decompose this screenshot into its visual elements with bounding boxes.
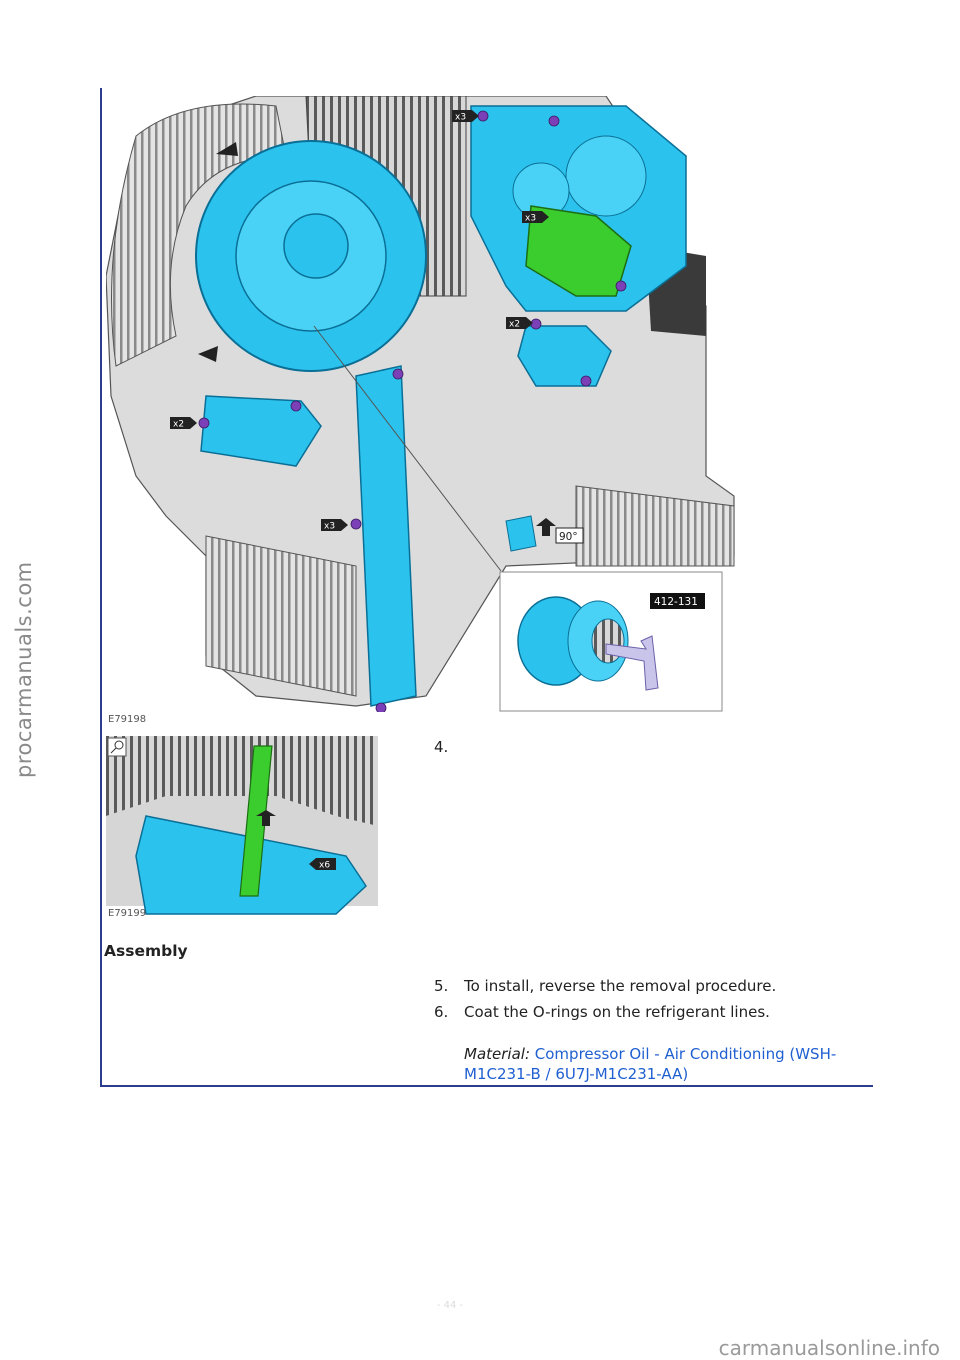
material-note: Material: Compressor Oil - Air Condition…	[464, 1044, 864, 1084]
step-6-text: Coat the O-rings on the refrigerant line…	[464, 1003, 770, 1021]
section-heading-assembly: Assembly	[104, 942, 188, 960]
svg-text:90°: 90°	[559, 531, 578, 543]
label-x2-left: x2	[170, 417, 197, 430]
svg-text:x3: x3	[455, 113, 466, 123]
material-link[interactable]: Compressor Oil - Air Conditioning (WSH-M…	[464, 1045, 837, 1083]
svg-text:x2: x2	[173, 420, 184, 430]
svg-text:x3: x3	[324, 522, 335, 532]
figure-blower-motor: x3 x3 x2 x2 x3 90° 412-131	[106, 96, 735, 712]
svg-text:x2: x2	[509, 320, 520, 330]
bottom-watermark: carmanualsonline.info	[718, 1336, 940, 1360]
step-5-number: 5.	[434, 977, 449, 995]
label-tool-number: 412-131	[650, 593, 705, 609]
material-label: Material:	[464, 1045, 530, 1063]
svg-text:412-131: 412-131	[654, 596, 698, 608]
section-rule-vertical	[100, 88, 102, 1086]
step-4-number: 4.	[434, 738, 449, 756]
label-x3-bottom: x3	[321, 519, 348, 532]
section-rule-horizontal	[100, 1085, 873, 1087]
label-x3-mid: x3	[522, 211, 549, 224]
label-angle-90: 90°	[555, 527, 584, 544]
label-x6: x6	[309, 858, 336, 871]
side-watermark: procarmanuals.com	[12, 561, 36, 779]
label-x2-right: x2	[506, 317, 533, 330]
step-5-text: To install, reverse the removal procedur…	[464, 977, 777, 995]
figure-id-2: E79199	[108, 908, 147, 919]
figure-filter-housing: x6	[106, 736, 378, 915]
label-x3-top: x3	[452, 110, 479, 123]
svg-text:x6: x6	[319, 861, 330, 871]
inset-tool-view: 412-131	[499, 571, 723, 712]
page-number: - 44 -	[436, 1300, 464, 1311]
step-6-number: 6.	[434, 1003, 449, 1021]
svg-text:x3: x3	[525, 214, 536, 224]
figure-id: E79198	[108, 714, 147, 725]
zoom-icon[interactable]	[107, 737, 127, 757]
